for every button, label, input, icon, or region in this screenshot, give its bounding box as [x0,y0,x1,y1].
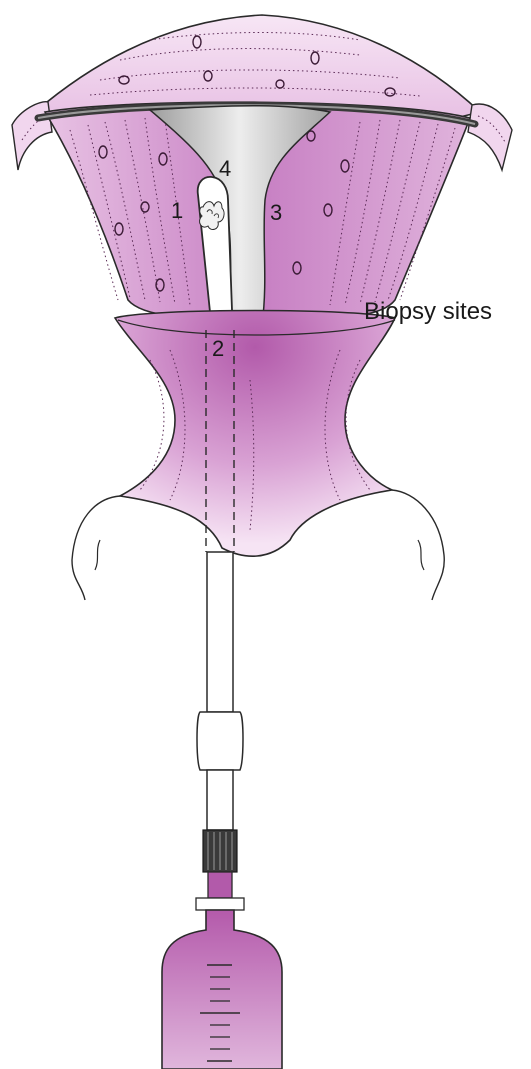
biopsy-cannula [197,552,243,830]
cervix [72,311,444,601]
right-fallopian-tube-stub [468,104,512,170]
biopsy-site-label-2: 2 [212,336,224,361]
biopsy-site-label-3: 3 [270,200,282,225]
biopsy-sites-caption: Biopsy sites [364,298,492,325]
specimen-bottle [162,910,282,1069]
biopsy-site-label-4: 4 [219,156,231,181]
biopsy-site-label-1: 1 [171,198,183,223]
luer-connector [196,830,244,910]
